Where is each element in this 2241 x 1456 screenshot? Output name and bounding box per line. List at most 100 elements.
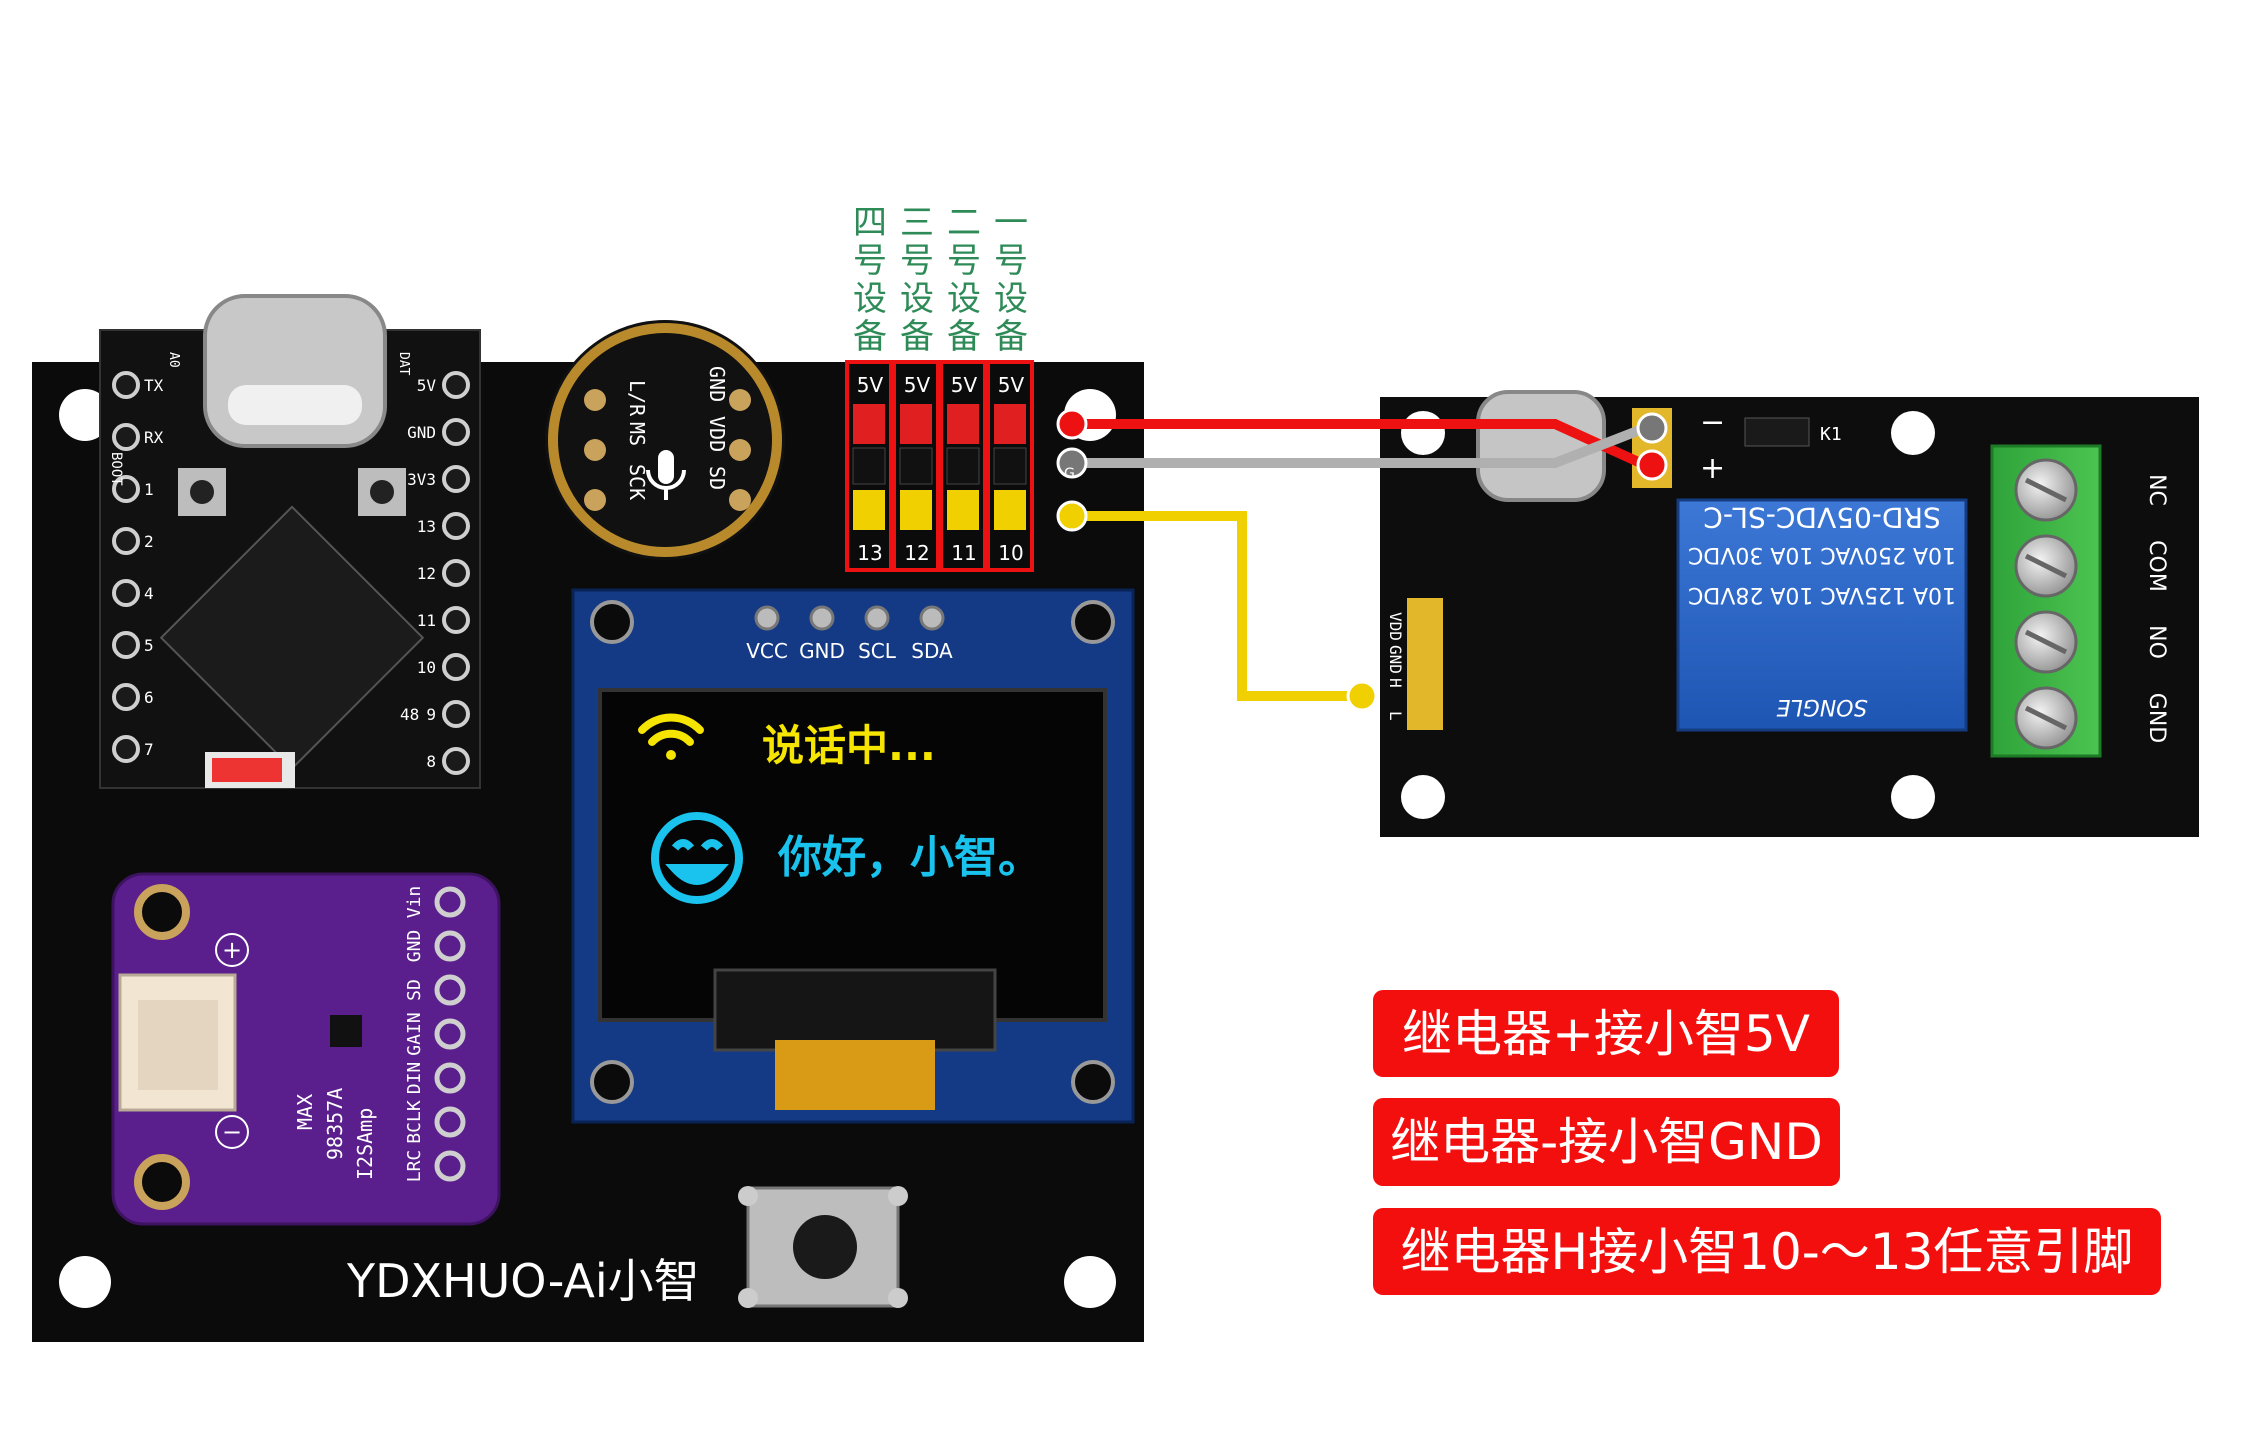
- mcu-pin-label: 11: [417, 611, 436, 630]
- yellow-wire-end: [1056, 500, 1088, 532]
- oled-pin: [919, 605, 945, 631]
- pin-signal: [947, 490, 979, 530]
- mcu-pin-label: 10: [417, 658, 436, 677]
- amp-pad: [434, 1018, 466, 1050]
- oled-pin: [809, 605, 835, 631]
- channel-power-label: 5V: [857, 373, 884, 397]
- amp-pin-label: Vin: [404, 886, 425, 919]
- channel-label-char: 三: [900, 203, 934, 243]
- mic-pad: [584, 489, 606, 511]
- channel-label-char: 二: [947, 203, 981, 243]
- tact-switch: [738, 1186, 908, 1308]
- gnd-mark: G: [1064, 466, 1075, 482]
- channel-label-char: 号: [853, 241, 887, 281]
- pin-gnd: [946, 447, 980, 485]
- mcu-pin-label: 9: [426, 705, 436, 724]
- channel-label-char: 号: [994, 241, 1028, 281]
- mcu-pad: [112, 423, 140, 451]
- mic-pin-label: MS: [625, 422, 649, 446]
- mcu-pin-label: 7: [144, 740, 154, 759]
- terminal-label: COM: [2144, 540, 2169, 592]
- mic-pad: [729, 489, 751, 511]
- yellow-wire: [1072, 511, 1358, 701]
- amp-pad: [434, 930, 466, 962]
- mic-pad: [584, 389, 606, 411]
- channel-pin-number: 12: [904, 541, 929, 565]
- gray-wire: [1072, 423, 1647, 468]
- amp-plus-mark: +: [222, 936, 242, 964]
- mcu-pin-label: 1: [144, 480, 154, 499]
- pin-5v: [900, 404, 932, 444]
- mcu-pin-label: 8: [426, 752, 436, 771]
- channel-power-label: 5V: [998, 373, 1025, 397]
- channel-label-char: 备: [994, 317, 1028, 357]
- mcu-pad: [442, 606, 470, 634]
- relay-k1-label: K1: [1820, 424, 1842, 445]
- amp-desc-label: I2SAmp: [353, 1108, 377, 1180]
- mic-pin-label: GND: [705, 366, 729, 402]
- channel-power-label: 5V: [951, 373, 978, 397]
- relay-rating-line: SRD-05VDC-SL-C: [1703, 501, 1940, 534]
- mcu-pad: [442, 512, 470, 540]
- mcu-pad: [442, 700, 470, 728]
- channel-frame: [892, 360, 940, 572]
- channel-pin-number: 13: [857, 541, 882, 565]
- oled-pin-label: GND: [799, 639, 845, 663]
- relay-plus-label: +: [1700, 451, 1725, 486]
- smiley-face-icon: [651, 812, 743, 904]
- amp-pin-label: SD: [404, 979, 425, 1001]
- mcu-pin-label: TX: [144, 376, 164, 395]
- callout-minus-gnd: 继电器-接小智GND: [1373, 1098, 1840, 1186]
- oled-pin-label: SDA: [911, 639, 953, 663]
- amp-pad: [434, 1062, 466, 1094]
- oled-pin-label: SCL: [858, 639, 897, 663]
- channel-label-char: 设: [853, 279, 887, 319]
- mic-pin-label: L/R: [625, 380, 649, 417]
- mcu-pin-label: 5: [144, 636, 154, 655]
- mcu-pad: [112, 735, 140, 763]
- mcu-pin-label: 13: [417, 517, 436, 536]
- mcu-pin-label: 5V: [417, 376, 437, 395]
- mic-pcb: [545, 320, 785, 560]
- channel-power-label: 5V: [904, 373, 931, 397]
- amp-pad: [434, 1150, 466, 1182]
- relay-brand: SONGLE: [1776, 694, 1867, 719]
- gray-wire-end: [1056, 447, 1088, 479]
- pin-signal: [900, 490, 932, 530]
- channel-label-char: 设: [994, 279, 1028, 319]
- dat-label: DAT: [396, 352, 411, 376]
- relay-header-label: GND: [1386, 645, 1405, 674]
- mic-pad: [729, 439, 751, 461]
- channel-label-char: 一: [994, 203, 1028, 243]
- pin-5v: [947, 404, 979, 444]
- mcu-pad: [112, 683, 140, 711]
- amp-pad: [434, 974, 466, 1006]
- mcu-pin-label: GND: [407, 423, 436, 442]
- mcu-pin-label: 2: [144, 532, 154, 551]
- oled-ribbon: [775, 1040, 935, 1110]
- terminal-label: NO: [2144, 625, 2169, 659]
- channel-label-char: 备: [900, 317, 934, 357]
- red-wire-end: [1056, 408, 1088, 440]
- channel-label-char: 设: [900, 279, 934, 319]
- channel-label-char: 号: [900, 241, 934, 281]
- channel-label-char: 备: [853, 317, 887, 357]
- terminal-label: NC: [2144, 474, 2169, 506]
- relay-minus-label: −: [1700, 405, 1725, 440]
- amp-pin-label: DIN: [404, 1062, 425, 1095]
- relay-rating-line: 10A 125VAC 10A 28VDC: [1688, 582, 1956, 607]
- amp-pad: [434, 1106, 466, 1138]
- mcu-pad: [442, 371, 470, 399]
- boot-label: BOOT: [108, 452, 124, 486]
- oled-status-text: 说话中...: [762, 721, 936, 770]
- channel-pin-number: 11: [951, 541, 976, 565]
- mcu-pad: [442, 559, 470, 587]
- mount-hole: [59, 1256, 111, 1308]
- mcu-pin-label: 3V3: [407, 470, 436, 489]
